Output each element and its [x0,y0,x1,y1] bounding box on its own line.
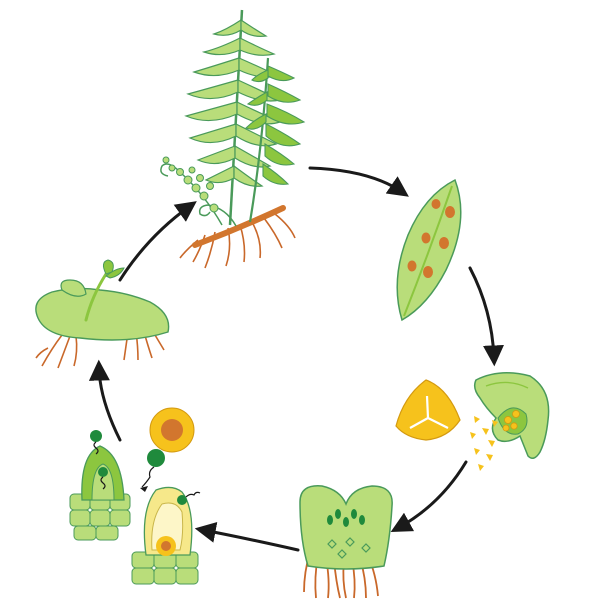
tissue-left [69,493,131,541]
heart-gametophyte-icon [299,485,393,599]
archegonia [327,509,365,527]
arrow-gametophyte-to-sexorgans [194,522,300,552]
fern-sporophyte-icon [160,9,306,269]
arrow-sexorgans-to-young [88,359,122,442]
antheridia [327,537,371,559]
archegonium-antheridium-icon [69,407,201,585]
young-sporophyte-icon [35,259,170,369]
arrow-spores-to-gametophyte [390,460,468,533]
released-spores [470,416,498,471]
rhizome [192,205,286,248]
arrow-frond-to-sporangium [468,266,504,367]
second-frond [245,65,306,185]
arrow-young-to-sporophyte [118,201,197,282]
spores-inside [502,410,520,432]
sporangium-spores-icon [395,372,550,471]
fiddlehead-leaflets [162,156,219,213]
sori [407,199,455,278]
cycle-arrows [88,166,504,552]
arrow-sporophyte-to-frond [308,166,409,197]
frond-sori-icon [396,178,462,322]
tissue-right [131,551,199,585]
